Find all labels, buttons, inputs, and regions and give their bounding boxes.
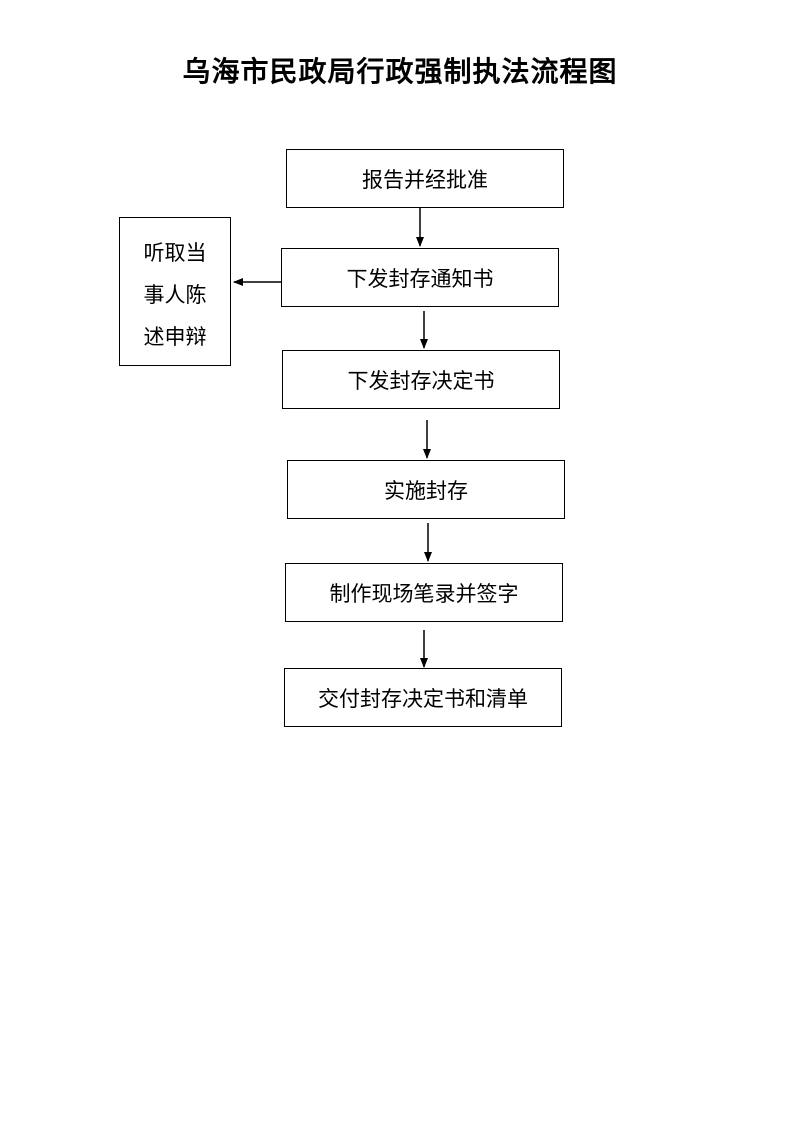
side-note-line: 听取当 <box>143 241 207 265</box>
step-deliver-decision-and-list: 交付封存决定书和清单 <box>284 668 562 727</box>
step-implement-sealing: 实施封存 <box>287 460 565 519</box>
side-note-hear-statement: 听取当 事人陈 述申辩 <box>119 217 231 366</box>
step-issue-sealing-decision: 下发封存决定书 <box>282 350 560 409</box>
step-issue-sealing-notice: 下发封存通知书 <box>281 248 559 307</box>
side-note-line: 事人陈 <box>143 283 207 307</box>
step-make-onsite-record: 制作现场笔录并签字 <box>285 563 563 622</box>
step-report-approval: 报告并经批准 <box>286 149 564 208</box>
side-note-line: 述申辩 <box>143 325 207 349</box>
page-title: 乌海市民政局行政强制执法流程图 <box>182 55 618 88</box>
